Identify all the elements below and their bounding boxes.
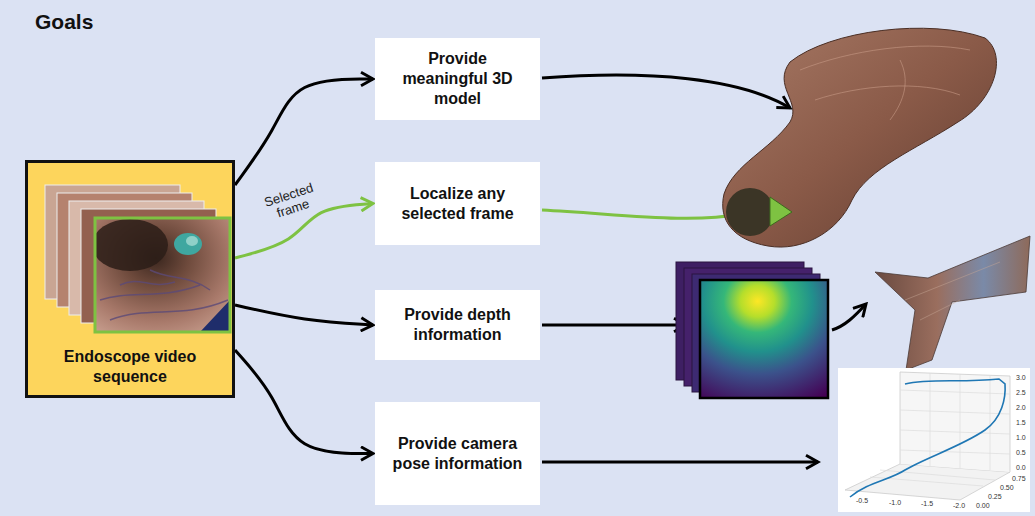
- stomach-3d-model: [726, 188, 774, 236]
- video-frame-stack: [186, 236, 198, 246]
- axis-tick: 0.75: [1012, 475, 1026, 483]
- video-frame-stack: [95, 218, 230, 332]
- depth-map-stack: [676, 262, 828, 398]
- video-frame-stack: [81, 209, 216, 323]
- axis-tick: 1.0: [1016, 434, 1026, 442]
- depth-map-stack: [684, 268, 812, 386]
- trajectory-plot: [838, 368, 1030, 512]
- flow-arrow: [235, 305, 373, 325]
- axis-tick: 0.5: [1016, 449, 1026, 457]
- axis-tick: 0.0: [1016, 464, 1026, 472]
- source-box: Endoscope video sequence: [25, 160, 235, 398]
- axis-tick: 0.50: [1000, 484, 1014, 492]
- axis-tick: -0.5: [856, 497, 868, 505]
- stomach-3d-model: [723, 28, 997, 247]
- trajectory-plot: [850, 379, 1005, 497]
- depth-surface: [875, 236, 1030, 370]
- video-frame-stack: [200, 300, 230, 332]
- video-frame-stack: [69, 201, 204, 315]
- video-frame-stack: [95, 218, 230, 332]
- result-arrow: [542, 324, 686, 327]
- stomach-3d-model: [770, 197, 792, 226]
- goal-label: Localize any selected frame: [385, 184, 530, 224]
- depth-surface: [875, 236, 1030, 370]
- goal-label: Provide meaningful 3D model: [385, 49, 530, 109]
- trajectory-plot: [845, 464, 1010, 500]
- goal-box: Provide depth information: [375, 290, 540, 360]
- diagram-title: Goals: [35, 10, 93, 34]
- axis-tick: 2.0: [1016, 404, 1026, 412]
- trajectory-plot: [870, 373, 1010, 486]
- video-frame-stack: [100, 270, 228, 320]
- goal-label: Provide camera pose information: [385, 434, 530, 474]
- goal-box: Localize any selected frame: [375, 162, 540, 245]
- axis-tick: 1.5: [1016, 419, 1026, 427]
- edge-label: Selected frame: [255, 178, 326, 225]
- axis-tick: 0.25: [988, 493, 1002, 501]
- axis-tick: 3.0: [1016, 374, 1026, 382]
- result-arrow: [542, 75, 866, 462]
- depth-surface: [905, 262, 1000, 320]
- goal-label: Provide depth information: [385, 305, 530, 345]
- result-arrow: [542, 75, 790, 108]
- flow-arrow: [235, 350, 373, 454]
- goal-box: Provide camera pose information: [375, 402, 540, 505]
- flow-arrow: [235, 79, 373, 185]
- video-frame-stack: [95, 218, 230, 332]
- result-arrow: [542, 461, 818, 464]
- video-frame-stack: [57, 193, 192, 307]
- source-label: Endoscope video sequence: [36, 347, 224, 387]
- result-arrow: [832, 304, 866, 330]
- axis-tick: -1.5: [921, 500, 933, 508]
- goal-box: Provide meaningful 3D model: [375, 38, 540, 120]
- video-frame-stack: [45, 185, 230, 332]
- stomach-3d-model: [800, 46, 970, 120]
- axis-tick: -1.0: [889, 499, 901, 507]
- result-arrow: [542, 210, 740, 218]
- axis-tick: 0.00: [976, 502, 990, 510]
- axis-tick: 2.5: [1016, 389, 1026, 397]
- stomach-3d-model: [723, 28, 997, 247]
- depth-map-stack: [692, 274, 820, 392]
- video-frame-stack: [95, 219, 168, 271]
- axis-tick: -2.0: [953, 502, 965, 510]
- video-frame-stack: [174, 233, 202, 255]
- trajectory-plot: [838, 368, 1030, 512]
- video-frame-stack: [45, 185, 180, 299]
- depth-map-stack: [700, 280, 828, 398]
- trajectory-plot: [900, 372, 1010, 472]
- depth-map-stack: [676, 262, 804, 380]
